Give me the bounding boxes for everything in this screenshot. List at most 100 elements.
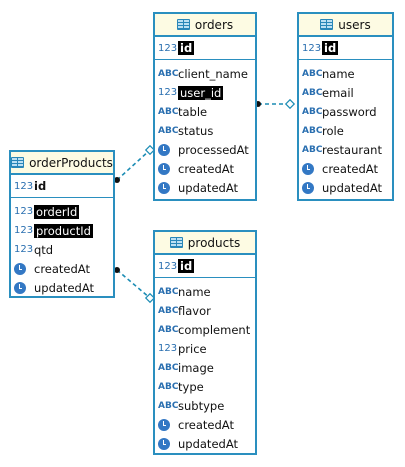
- relation-end-products: [144, 292, 156, 304]
- number-type-icon: 123: [14, 244, 34, 255]
- entity-header[interactable]: users: [299, 14, 392, 37]
- entity-header[interactable]: products: [155, 232, 255, 255]
- relation-end-orders: [144, 144, 156, 156]
- column-name: email: [322, 85, 354, 100]
- column-name: user_id: [178, 85, 224, 100]
- relation-end-orderproducts-1: [114, 177, 120, 183]
- text-type-icon: ABC: [158, 106, 179, 117]
- column-name: createdAt: [178, 417, 234, 432]
- column-row[interactable]: createdAt: [155, 415, 255, 434]
- primary-key-name: id: [34, 179, 47, 193]
- column-row[interactable]: updatedAt: [155, 178, 255, 197]
- column-name: flavor: [178, 303, 211, 318]
- table-icon: [169, 237, 183, 248]
- column-name: status: [178, 123, 214, 138]
- column-row[interactable]: updatedAt: [299, 178, 392, 197]
- column-row[interactable]: processedAt: [155, 140, 255, 159]
- entity-header[interactable]: orders: [155, 14, 255, 37]
- number-key-icon: 123: [158, 260, 178, 272]
- datetime-type-icon: [14, 262, 26, 275]
- text-type-icon: ABC: [158, 362, 179, 373]
- table-icon: [320, 19, 334, 30]
- datetime-type-icon: [158, 437, 170, 450]
- column-name: image: [178, 360, 214, 375]
- primary-key-row[interactable]: 123 id: [155, 37, 255, 60]
- column-row[interactable]: createdAt: [299, 159, 392, 178]
- text-type-icon: ABC: [158, 125, 179, 136]
- column-name: updatedAt: [322, 180, 382, 195]
- primary-key-row[interactable]: 123 id: [299, 37, 392, 60]
- column-name: subtype: [178, 398, 225, 413]
- datetime-type-icon: [302, 162, 314, 175]
- number-type-icon: 123: [14, 225, 34, 236]
- column-name: processedAt: [178, 142, 249, 157]
- column-name: createdAt: [178, 161, 234, 176]
- column-row[interactable]: createdAt: [155, 159, 255, 178]
- primary-key-row[interactable]: 123 id: [155, 255, 255, 278]
- entity-title: users: [338, 17, 371, 32]
- column-name: table: [178, 104, 208, 119]
- text-type-icon: ABC: [302, 106, 323, 117]
- text-type-icon: ABC: [158, 68, 179, 79]
- text-type-icon: ABC: [158, 305, 179, 316]
- relation-orderproducts-products[interactable]: [116, 269, 151, 299]
- text-type-icon: ABC: [158, 381, 179, 392]
- text-type-icon: ABC: [302, 144, 323, 155]
- number-key-icon: 123: [14, 180, 34, 192]
- relation-end-users: [284, 98, 296, 110]
- relation-end-orderproducts-2: [114, 267, 120, 273]
- entity-title: orderProducts: [29, 155, 113, 170]
- number-type-icon: 123: [158, 87, 178, 98]
- datetime-type-icon: [158, 418, 170, 431]
- column-name: password: [322, 104, 377, 119]
- column-row[interactable]: updatedAt: [11, 278, 113, 297]
- datetime-type-icon: [158, 181, 170, 194]
- text-type-icon: ABC: [302, 87, 323, 98]
- relation-orderproducts-orders[interactable]: [116, 149, 151, 181]
- column-name: name: [322, 66, 355, 81]
- text-type-icon: ABC: [158, 400, 179, 411]
- column-name: createdAt: [322, 161, 378, 176]
- column-name: type: [178, 379, 204, 394]
- entity-title: orders: [194, 17, 234, 32]
- number-key-icon: 123: [158, 42, 178, 54]
- text-type-icon: ABC: [158, 324, 179, 335]
- column-name: client_name: [178, 66, 248, 81]
- primary-key-row[interactable]: 123 id: [11, 175, 113, 198]
- datetime-type-icon: [302, 181, 314, 194]
- entity-header[interactable]: orderProducts: [11, 152, 113, 175]
- column-row[interactable]: updatedAt: [155, 434, 255, 453]
- primary-key-name: id: [178, 41, 195, 55]
- column-row[interactable]: createdAt: [11, 259, 113, 278]
- number-type-icon: 123: [158, 343, 178, 354]
- text-type-icon: ABC: [302, 68, 323, 79]
- primary-key-name: id: [178, 259, 195, 273]
- text-type-icon: ABC: [158, 286, 179, 297]
